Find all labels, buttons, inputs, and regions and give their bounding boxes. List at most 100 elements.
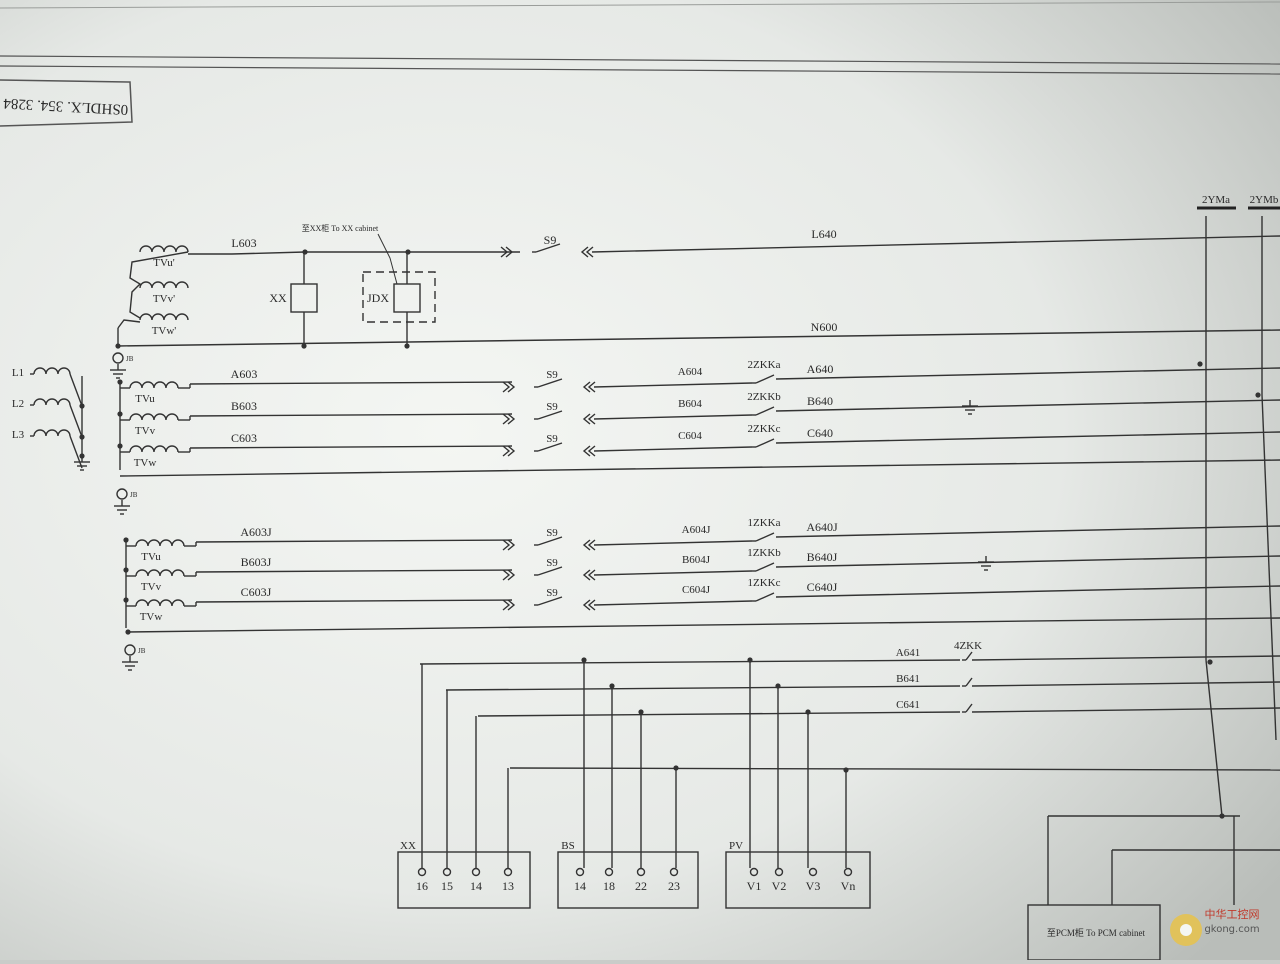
switch-blade [537, 378, 563, 388]
switch-blade [755, 532, 775, 542]
winding-label-s3-c603j: TVw [140, 611, 163, 623]
junction-dot [1197, 361, 1203, 367]
junction-dot [302, 249, 308, 255]
terminal-pin [604, 867, 614, 877]
switch-label-s3-c603j: S9 [546, 587, 558, 599]
primary-label-l2: L2 [12, 398, 24, 410]
winding-open-delta-1 [139, 281, 189, 289]
winding-label-open-delta-0: TVu' [153, 257, 175, 269]
junction-dot [1207, 659, 1213, 665]
primary-coil-l2 [33, 398, 71, 406]
terminal-pin-label-pv-v1: V1 [747, 879, 762, 893]
terminal-pin [503, 867, 513, 877]
page-edge [0, 1, 1280, 9]
line-label-s3-a603j-left: A603J [240, 525, 272, 539]
switch-label-s2-b603: S9 [546, 401, 558, 413]
terminal-pin-label-xx-13: 13 [502, 879, 514, 893]
line-label-s2-b603-mid: B604 [678, 398, 702, 410]
terminal-pin [774, 867, 784, 877]
junction-dot [747, 657, 753, 663]
switch-blade [965, 677, 973, 687]
terminal-pin-label-xx-15: 15 [441, 879, 453, 893]
winding-tvw [129, 445, 179, 453]
line-label-s2-b603-right: B640 [807, 394, 833, 408]
switch-label-s2-a603: S9 [546, 369, 558, 381]
ground-terminal [112, 352, 124, 364]
terminal-pin-label-pv-v2: V2 [772, 879, 787, 893]
line-label-s3-c603j-left: C603J [241, 585, 272, 599]
winding-tvu [129, 381, 179, 389]
drawing-number: 0SHDLX. 354. 3284 [2, 95, 128, 118]
plug-chevron [585, 246, 594, 258]
open-delta-link [129, 251, 189, 319]
plug-chevron [587, 413, 596, 425]
plug-chevron [505, 246, 514, 258]
ground-label-jb: JB [130, 491, 138, 499]
plug-chevron [582, 599, 591, 611]
line-label-s3-b603j-right: B640J [807, 550, 838, 564]
conductor-s3-b603j-right [775, 555, 1280, 568]
plug-chevron [507, 381, 516, 393]
breaker-label-s2-a603: 2ZKKa [748, 359, 781, 371]
line-label-a641: A641 [896, 647, 920, 659]
terminal-pin [417, 867, 427, 877]
conductor-s2-c603-left [189, 445, 513, 449]
winding-tvv [135, 569, 185, 577]
junction-dot [673, 765, 679, 771]
plug-chevron [502, 413, 511, 425]
switch-blade [755, 406, 775, 416]
breaker-label-s3-c603j: 1ZKKc [748, 577, 781, 589]
conductor-s2-b603-right [775, 399, 1280, 412]
conductor-s3-c603j-mid [593, 600, 753, 606]
winding-label-s2-c603: TVw [134, 457, 157, 469]
terminal-pin [808, 867, 818, 877]
line-label-s3-b603j-mid: B604J [682, 554, 711, 566]
conductor-b641-out [971, 681, 1280, 687]
conductor-l603 [231, 251, 306, 255]
terminal-pin [843, 867, 853, 877]
switch-blade [755, 592, 775, 602]
plug-chevron [502, 599, 511, 611]
terminal-pin-label-bs-18: 18 [603, 879, 615, 893]
plug-chevron [507, 599, 516, 611]
conductor-s3-a603j-mid [593, 540, 753, 546]
junction-dot [117, 379, 123, 385]
conductor-s3-a603j-right [775, 525, 1280, 538]
conductor-a641 [419, 659, 961, 665]
switch-blade [965, 703, 973, 713]
plug-chevron [587, 381, 596, 393]
note-leader [377, 233, 398, 285]
plug-chevron [582, 569, 591, 581]
conductor-s2-c603-right [775, 431, 1280, 444]
line-label-s2-a603-mid: A604 [678, 366, 703, 378]
junction-dot [581, 657, 587, 663]
conductor-s3-b603j-mid [593, 570, 753, 576]
winding-open-delta-2 [139, 313, 189, 321]
plug-chevron [587, 539, 596, 551]
bus-2ymb: 2YMb [1250, 194, 1279, 206]
xx-box [290, 283, 318, 313]
plug-chevron [507, 539, 516, 551]
plug-chevron [582, 445, 591, 457]
terminal-pin-label-pv-vn: Vn [841, 879, 856, 893]
ground-label-jb: JB [126, 355, 134, 363]
conductor-s3-c603j-left [195, 599, 513, 603]
terminal-pin [636, 867, 646, 877]
note-to-xx-cabinet: 至XX柜 To XX cabinet [302, 223, 379, 233]
primary-coil-l3 [33, 429, 71, 437]
primary-delta [69, 404, 83, 438]
gear-logo-hub [1180, 924, 1192, 936]
junction-dot [123, 567, 129, 573]
bus-2yma: 2YMa [1202, 194, 1230, 206]
conductor-n600 [117, 329, 1280, 347]
plug-chevron [502, 539, 511, 551]
plug-chevron [500, 246, 509, 258]
plug-chevron [507, 413, 516, 425]
winding-tvw [135, 599, 185, 607]
line-label-s3-a603j-right: A640J [806, 520, 838, 534]
plug-chevron [587, 599, 596, 611]
terminal-pin [749, 867, 759, 877]
winding-tvu [135, 539, 185, 547]
